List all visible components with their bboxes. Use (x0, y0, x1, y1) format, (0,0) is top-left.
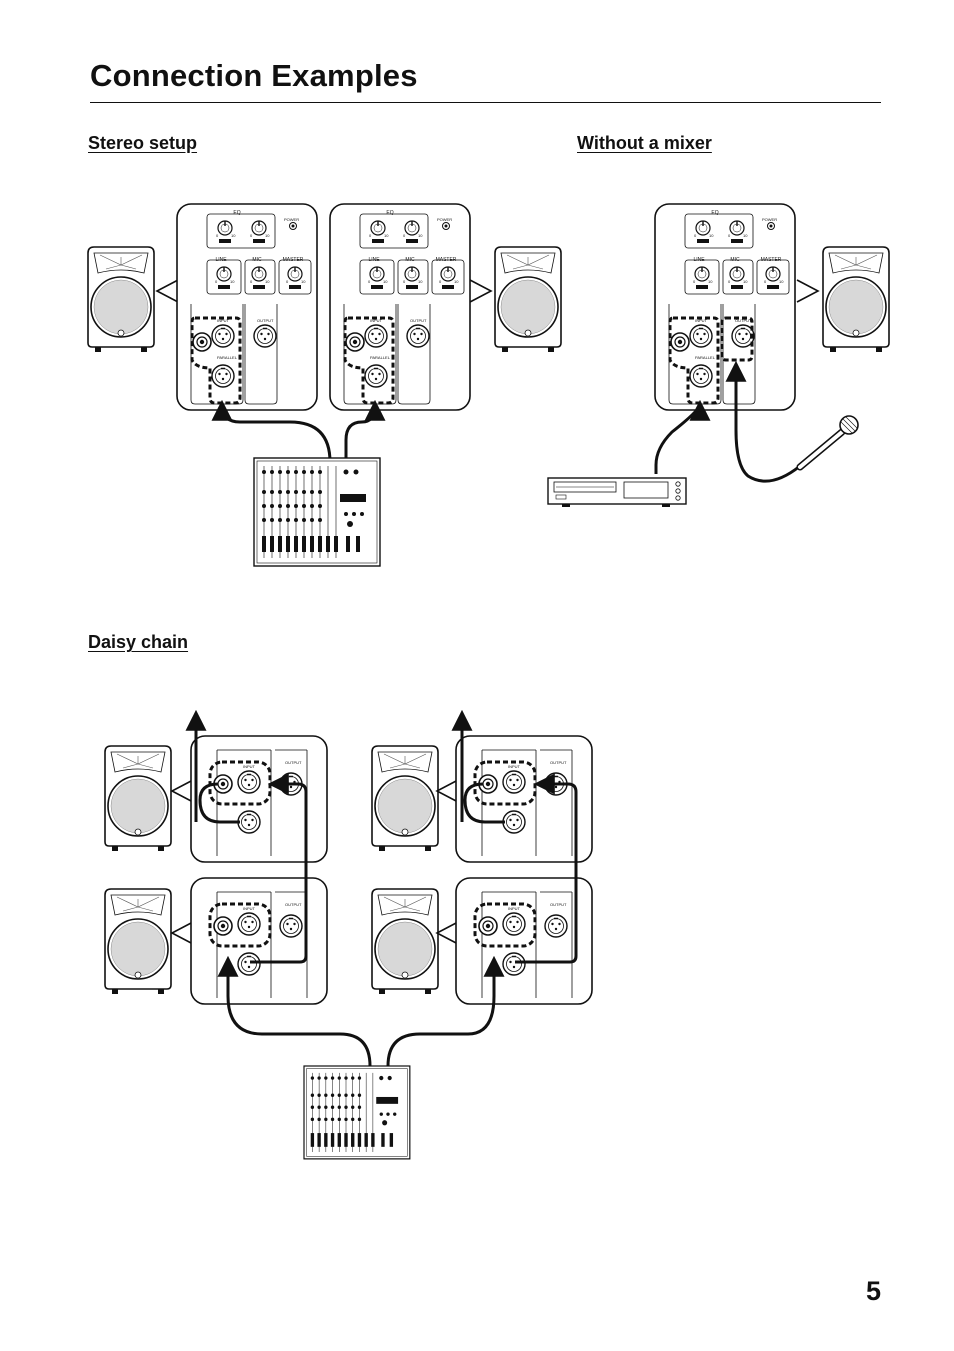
daisy-chain-diagram (104, 709, 592, 1160)
speaker-icon (371, 745, 439, 852)
mixer-icon (253, 457, 381, 567)
section-heading-no-mixer: Without a mixer (577, 133, 712, 153)
speaker-icon (822, 246, 890, 353)
page-number: 5 (866, 1276, 882, 1306)
control-panel-icon (330, 204, 470, 410)
speaker-icon (87, 246, 155, 353)
speaker-icon (494, 246, 562, 353)
speaker-icon (104, 745, 172, 852)
mixer-icon (303, 1065, 411, 1160)
title-rule (90, 102, 881, 103)
cd-player-icon (547, 477, 687, 508)
control-panel-icon (177, 204, 317, 410)
speaker-icon (371, 888, 439, 995)
section-heading-daisy: Daisy chain (88, 632, 189, 652)
microphone-icon (796, 415, 859, 471)
stereo-setup-diagram (87, 204, 562, 567)
section-heading-stereo: Stereo setup (88, 133, 198, 153)
speaker-icon (104, 888, 172, 995)
no-mixer-diagram (547, 204, 890, 508)
control-panel-icon (655, 204, 795, 410)
page-title: Connection Examples (90, 58, 418, 93)
